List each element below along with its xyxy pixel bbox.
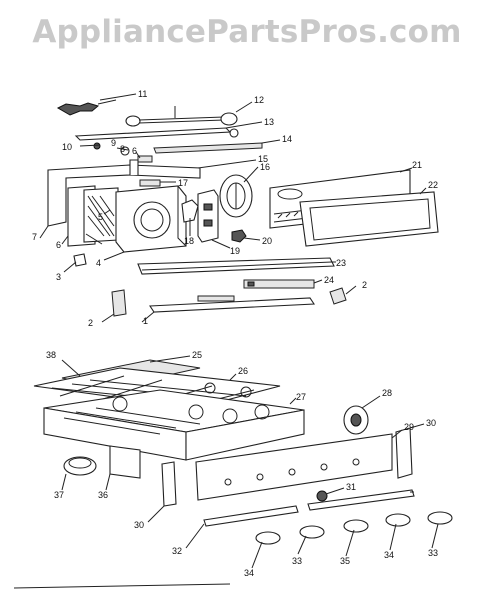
callout-17: 17 bbox=[178, 178, 188, 188]
part-8-small bbox=[137, 155, 153, 163]
knob-35 bbox=[343, 519, 369, 533]
part-24-box bbox=[243, 279, 315, 289]
callout-30-left: 30 bbox=[134, 520, 144, 530]
callout-38: 38 bbox=[46, 350, 56, 360]
callout-26: 26 bbox=[238, 366, 248, 376]
part-20-part bbox=[231, 229, 247, 243]
callout-34-right: 34 bbox=[384, 550, 394, 560]
part-27-cooktop bbox=[43, 389, 305, 461]
part-30-end-cap-left bbox=[161, 461, 177, 507]
part-36-box bbox=[109, 445, 141, 479]
callout-15: 15 bbox=[258, 154, 268, 164]
part-1-rail bbox=[149, 295, 315, 313]
callout-4: 4 bbox=[96, 258, 101, 268]
callout-20: 20 bbox=[262, 236, 272, 246]
callout-6-top: 6 bbox=[132, 146, 137, 156]
callout-32: 32 bbox=[172, 546, 182, 556]
callout-16: 16 bbox=[260, 162, 270, 172]
part-2-bracket-left bbox=[111, 289, 127, 317]
part-32-rail-left bbox=[203, 505, 299, 527]
callout-12: 12 bbox=[254, 95, 264, 105]
callout-33-left: 33 bbox=[292, 556, 302, 566]
part-11-igniter bbox=[56, 99, 117, 116]
callout-1: 1 bbox=[143, 316, 148, 326]
callout-23: 23 bbox=[336, 258, 346, 268]
callout-27: 27 bbox=[296, 392, 306, 402]
callout-21: 21 bbox=[412, 160, 422, 170]
callout-2-left: 2 bbox=[88, 318, 93, 328]
part-14-bar bbox=[153, 142, 263, 154]
callout-28: 28 bbox=[382, 388, 392, 398]
callout-9: 9 bbox=[111, 138, 116, 148]
callout-22: 22 bbox=[428, 180, 438, 190]
part-13-bar bbox=[74, 127, 239, 141]
callout-10: 10 bbox=[62, 142, 72, 152]
leader-lines-lower bbox=[61, 355, 439, 569]
callout-24: 24 bbox=[324, 275, 334, 285]
callout-3: 3 bbox=[56, 272, 61, 282]
callout-34-left: 34 bbox=[244, 568, 254, 578]
callout-37: 37 bbox=[54, 490, 64, 500]
knob-33-right bbox=[427, 511, 453, 525]
callout-7: 7 bbox=[32, 232, 37, 242]
part-22-frame bbox=[299, 191, 439, 247]
part-17-plate bbox=[139, 179, 161, 187]
part-32-rail-right bbox=[307, 489, 415, 511]
callout-6-left: 6 bbox=[56, 240, 61, 250]
part-12-rod bbox=[125, 106, 238, 127]
leader-lines-upper bbox=[39, 93, 427, 323]
part-31-knob bbox=[316, 490, 328, 502]
part-7-side-panel bbox=[47, 159, 201, 227]
part-30-end-cap-right bbox=[395, 427, 413, 479]
knob-34-left bbox=[255, 531, 281, 545]
bottom-rule bbox=[13, 583, 231, 589]
part-4-oven-box bbox=[115, 185, 187, 253]
part-3-clip bbox=[73, 253, 87, 267]
part-19-control-panel bbox=[197, 189, 219, 243]
part-10-small bbox=[93, 142, 101, 150]
callout-36: 36 bbox=[98, 490, 108, 500]
callout-35: 35 bbox=[340, 556, 350, 566]
callout-19: 19 bbox=[230, 246, 240, 256]
part-16-clock bbox=[219, 174, 253, 218]
knob-33-left bbox=[299, 525, 325, 539]
callout-5: 5 bbox=[98, 212, 103, 222]
part-2-bracket-right bbox=[329, 287, 347, 305]
part-24-detail bbox=[247, 281, 255, 287]
callout-18: 18 bbox=[184, 236, 194, 246]
callout-29: 29 bbox=[404, 422, 414, 432]
callout-31: 31 bbox=[346, 482, 356, 492]
part-29-control-panel bbox=[195, 433, 393, 501]
part-28-knob bbox=[343, 405, 369, 435]
callout-2-right: 2 bbox=[362, 280, 367, 290]
part-23-rail bbox=[137, 257, 335, 275]
part-18-valve bbox=[181, 199, 199, 223]
knob-34-right bbox=[385, 513, 411, 527]
watermark: AppliancePartsPros.com bbox=[32, 14, 462, 50]
callout-25: 25 bbox=[192, 350, 202, 360]
callout-13: 13 bbox=[264, 117, 274, 127]
callout-30-right: 30 bbox=[426, 418, 436, 428]
part-37-bowl bbox=[63, 456, 97, 476]
callout-8: 8 bbox=[120, 144, 125, 154]
callout-33-right: 33 bbox=[428, 548, 438, 558]
callout-14: 14 bbox=[282, 134, 292, 144]
callout-11: 11 bbox=[138, 89, 147, 99]
callout-labels: 1 2 2 3 4 5 6 6 7 8 9 10 11 12 13 14 15 … bbox=[32, 89, 438, 578]
